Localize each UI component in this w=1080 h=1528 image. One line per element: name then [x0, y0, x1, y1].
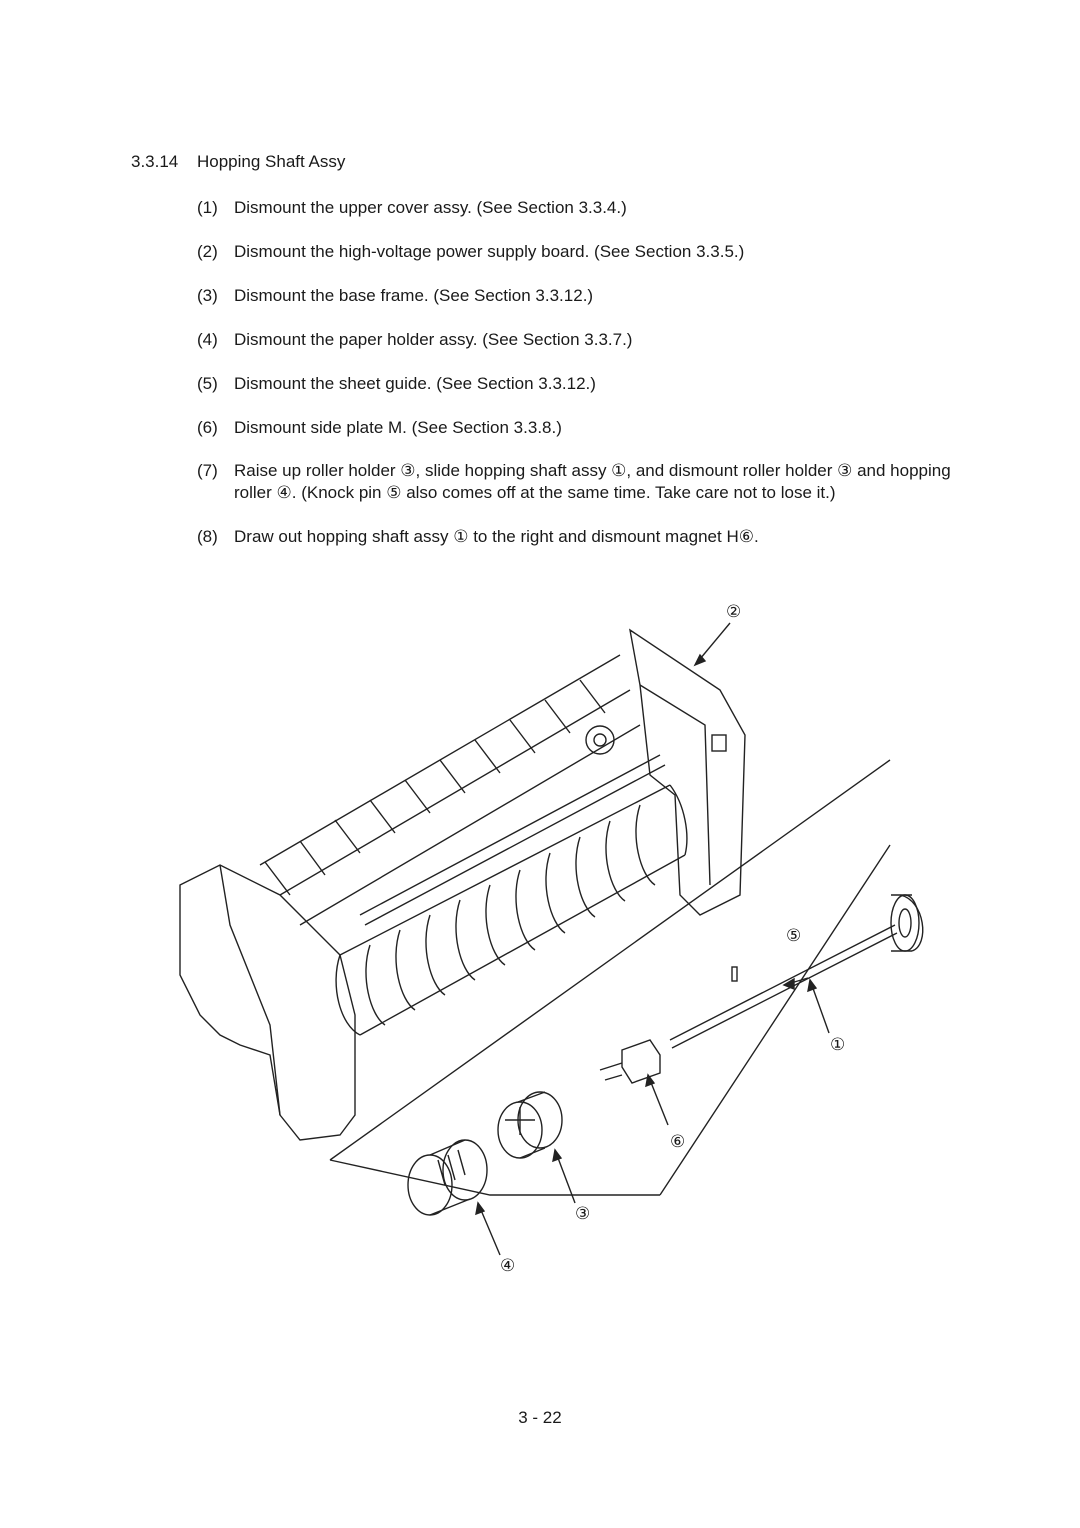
- step-5: (5) Dismount the sheet guide. (See Sectio…: [197, 373, 967, 395]
- step-number: (2): [197, 242, 218, 261]
- step-text: Dismount the upper cover assy. (See Sect…: [234, 198, 627, 217]
- section-title: Hopping Shaft Assy: [197, 152, 346, 171]
- exploded-diagram: [179, 622, 924, 1256]
- arrow-head-4: [475, 1201, 486, 1216]
- hopping-shaft-drawing: [669, 894, 924, 1049]
- callout-3: ③: [575, 1204, 591, 1223]
- knock-pin-drawing: [731, 966, 738, 982]
- callout-2: ②: [726, 602, 742, 621]
- step-number: (4): [197, 330, 218, 349]
- callout-6: ⑥: [670, 1132, 686, 1151]
- hopping-roller-drawing: [407, 1139, 488, 1216]
- step-number: (5): [197, 374, 218, 393]
- arrow-head-5: [782, 977, 795, 991]
- step-number: (7): [197, 461, 218, 480]
- section-heading: 3.3.14 Hopping Shaft Assy: [131, 152, 345, 172]
- callout-1: ①: [830, 1035, 846, 1054]
- step-text: Dismount the sheet guide. (See Section 3…: [234, 374, 596, 393]
- arrow-head-3: [552, 1148, 563, 1163]
- step-text: Draw out hopping shaft assy ① to the rig…: [234, 527, 759, 546]
- step-number: (8): [197, 527, 218, 546]
- step-8: (8) Draw out hopping shaft assy ① to the …: [197, 526, 967, 548]
- step-text: Raise up roller holder ③, slide hopping …: [234, 461, 951, 502]
- step-text: Dismount the base frame. (See Section 3.…: [234, 286, 594, 305]
- section-number: 3.3.14: [131, 152, 179, 171]
- arrow-head-1: [807, 978, 818, 993]
- callout-4: ④: [500, 1256, 516, 1275]
- arrow-head-6: [645, 1073, 656, 1088]
- printer-frame-drawing: [179, 628, 891, 1196]
- step-7: (7) Raise up roller holder ③, slide hoppi…: [197, 460, 967, 504]
- page-number: 3 - 22: [518, 1408, 562, 1427]
- step-text: Dismount side plate M. (See Section 3.3.…: [234, 418, 562, 437]
- step-text: Dismount the high-voltage power supply b…: [234, 242, 745, 261]
- step-3: (3) Dismount the base frame. (See Section…: [197, 285, 967, 307]
- step-number: (3): [197, 286, 218, 305]
- step-2: (2) Dismount the high-voltage power suppl…: [197, 241, 967, 263]
- step-1: (1) Dismount the upper cover assy. (See S…: [197, 197, 967, 219]
- magnet-h-drawing: [599, 1039, 661, 1084]
- step-text: Dismount the paper holder assy. (See Sec…: [234, 330, 633, 349]
- step-number: (6): [197, 418, 218, 437]
- arrow-head-2: [693, 653, 707, 667]
- step-4: (4) Dismount the paper holder assy. (See …: [197, 329, 967, 351]
- step-6: (6) Dismount side plate M. (See Section 3…: [197, 417, 967, 439]
- roller-holder-drawing: [497, 1091, 563, 1159]
- step-number: (1): [197, 198, 218, 217]
- callout-5: ⑤: [786, 926, 802, 945]
